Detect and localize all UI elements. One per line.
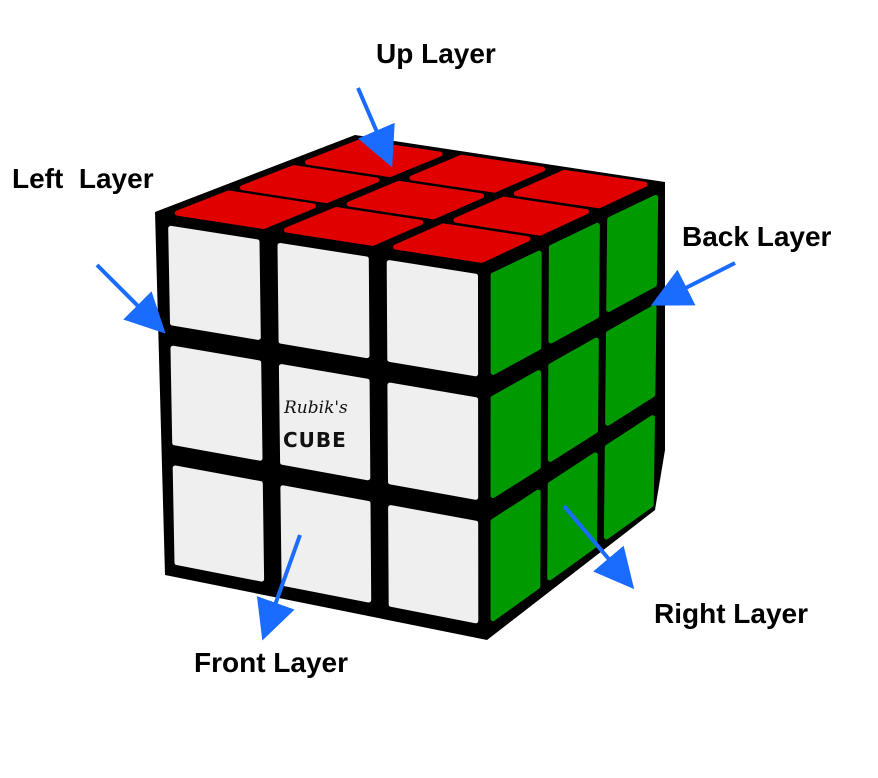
left-layer-label: Left Layer bbox=[12, 163, 154, 194]
front-face-sticker bbox=[172, 465, 265, 582]
right-face bbox=[490, 194, 659, 622]
right-face-sticker bbox=[490, 250, 542, 375]
front-layer-label: Front Layer bbox=[194, 647, 348, 678]
logo-script-text: Rubik's bbox=[283, 398, 348, 418]
left-layer-arrow bbox=[95, 263, 166, 334]
top-face-sticker bbox=[409, 154, 545, 193]
front-face-sticker bbox=[278, 364, 371, 481]
top-face-sticker bbox=[453, 196, 589, 236]
top-face-sticker bbox=[393, 223, 531, 263]
right-face-sticker bbox=[490, 489, 541, 622]
front-face-sticker bbox=[170, 345, 263, 461]
front-face-sticker bbox=[386, 260, 479, 377]
right-face-sticker bbox=[548, 222, 600, 344]
front-face-sticker bbox=[168, 225, 261, 340]
right-face-sticker bbox=[490, 370, 542, 498]
top-face bbox=[174, 139, 648, 263]
right-face-sticker bbox=[605, 305, 657, 426]
up-layer-label: Up Layer bbox=[376, 38, 496, 69]
front-face-sticker bbox=[387, 382, 479, 500]
top-face-sticker bbox=[283, 207, 424, 246]
right-layer-arrow bbox=[562, 504, 635, 590]
front-face-sticker bbox=[280, 485, 372, 603]
top-face-sticker bbox=[346, 180, 485, 220]
logo-block-text: CUBE bbox=[283, 428, 347, 452]
back-layer-arrow bbox=[650, 261, 736, 306]
up-layer-arrow bbox=[356, 87, 395, 168]
right-layer-label: Right Layer bbox=[654, 598, 808, 629]
front-face bbox=[168, 225, 479, 624]
front-layer-arrow bbox=[256, 534, 302, 641]
rubiks-logo: Rubik's CUBE bbox=[283, 398, 348, 452]
right-face-sticker bbox=[603, 415, 655, 540]
back-layer-label: Back Layer bbox=[682, 221, 832, 252]
top-face-sticker bbox=[239, 165, 380, 204]
front-face-sticker bbox=[388, 505, 479, 624]
front-face-sticker bbox=[277, 243, 370, 359]
top-face-sticker bbox=[513, 169, 648, 209]
right-face-sticker bbox=[547, 337, 599, 462]
top-face-sticker bbox=[174, 190, 316, 229]
